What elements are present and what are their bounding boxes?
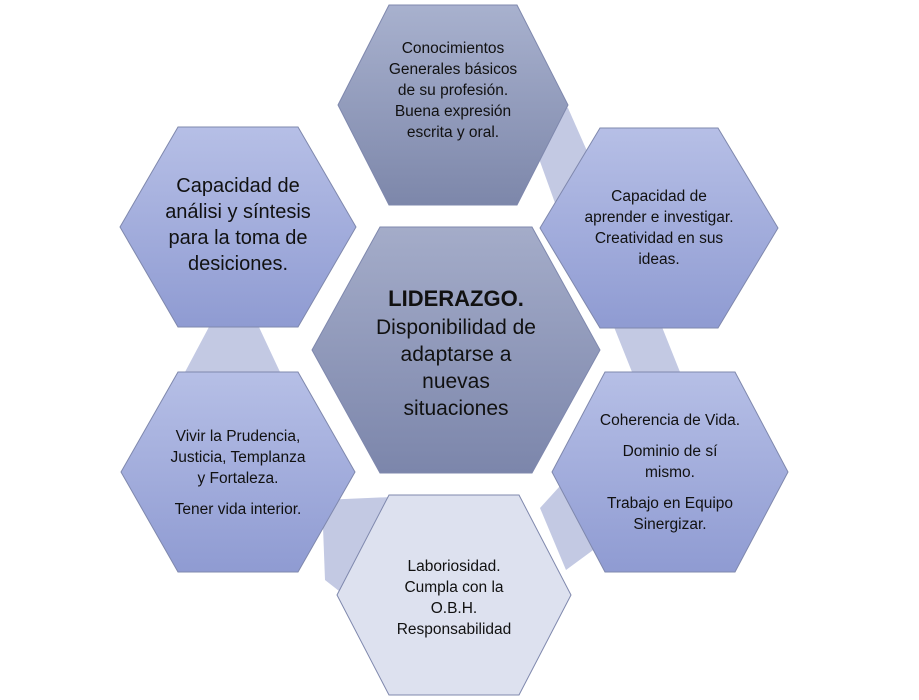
text-line: Capacidad de — [176, 175, 300, 197]
text-line: escrita y oral. — [406, 123, 500, 141]
text-line: Responsabilidad — [396, 620, 512, 638]
connector-lower-right-bottom — [540, 486, 600, 570]
text-line: Buena expresión — [394, 102, 512, 120]
text-line: adaptarse a — [400, 343, 512, 366]
hexagon-lower-right-text: Coherencia de Vida. Dominio de sí mismo.… — [572, 400, 768, 545]
connector-upper-right-lower-right — [612, 322, 680, 372]
hexagon-top-text: Conocimientos Generales básicos de su pr… — [358, 30, 548, 150]
text-line: aprender e investigar. — [584, 209, 734, 226]
text-line: situaciones — [403, 397, 509, 420]
hexagon-lower-left-text: Vivir la Prudencia, Justicia, Templanza … — [138, 420, 338, 525]
text-line: nuevas — [422, 370, 490, 393]
text-line: de su profesión. — [397, 81, 509, 99]
text-line: análisi y síntesis — [165, 201, 311, 223]
text-line: Trabajo en Equipo — [606, 495, 734, 512]
center-title: LIDERAZGO. — [388, 286, 524, 311]
text-line: Tener vida interior. — [174, 500, 302, 518]
text-line: mismo. — [645, 464, 695, 481]
hexagon-center — [311, 226, 601, 474]
hexagon-upper-right-text: Capacidad de aprender e investigar. Crea… — [560, 178, 758, 278]
text-line: Sinergizar. — [633, 516, 707, 533]
text-line: Justicia, Templanza — [170, 448, 306, 466]
text-line: Coherencia de Vida. — [599, 412, 741, 429]
text-line: Capacidad de — [611, 188, 707, 205]
text-line: desiciones. — [187, 253, 289, 275]
hexagon-upper-left-text: Capacidad de análisi y síntesis para la … — [140, 170, 336, 280]
text-line: y Fortaleza. — [197, 469, 279, 487]
text-line: para la toma de — [168, 227, 308, 249]
text-line: O.B.H. — [430, 599, 478, 617]
text-line: Cumpla con la — [404, 578, 504, 596]
text-line: Laboriosidad. — [407, 557, 501, 575]
hexagon-upper-right — [539, 127, 779, 329]
text-line: Disponibilidad de — [376, 316, 536, 339]
hexagon-bottom-text: Laboriosidad. Cumpla con la O.B.H. Respo… — [357, 550, 551, 645]
text-line: Dominio de sí — [622, 443, 718, 460]
hexagon-upper-left — [119, 126, 357, 328]
hexagon-lower-right — [551, 371, 789, 573]
text-line: ideas. — [638, 251, 680, 268]
hexagon-center-text: LIDERAZGO. Disponibilidad de adaptarse a… — [342, 278, 570, 428]
hexagon-lower-left — [120, 371, 356, 573]
text-line: Generales básicos — [388, 60, 518, 78]
hexagon-top — [337, 4, 569, 206]
hexagon-bottom — [336, 494, 572, 696]
text-line: Conocimientos — [401, 39, 505, 57]
text-line: Vivir la Prudencia, — [175, 427, 301, 445]
connector-lower-left-upper-left — [185, 325, 280, 372]
text-line: Creatividad en sus — [594, 230, 724, 247]
